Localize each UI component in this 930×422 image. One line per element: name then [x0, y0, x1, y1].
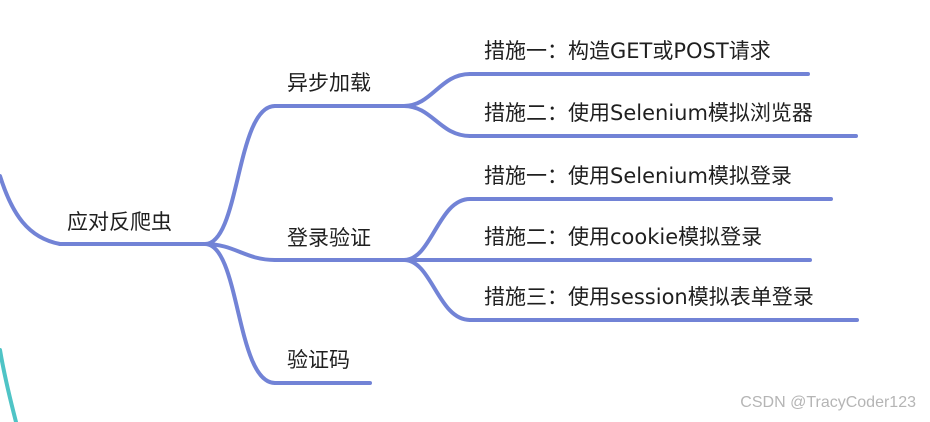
connector-async-to-leaf-1 [402, 72, 472, 108]
leaf-login-measure-2[interactable]: 措施二：使用cookie模拟登录 [484, 225, 763, 249]
branch-captcha[interactable]: 验证码 [287, 348, 350, 372]
leaf-login-measure-1[interactable]: 措施一：使用Selenium模拟登录 [484, 164, 792, 188]
connector-login-to-leaf-3 [402, 258, 472, 322]
connector-login-to-leaf-1 [402, 197, 472, 262]
leaf-async-measure-1[interactable]: 措施一：构造GET或POST请求 [484, 39, 771, 63]
leaf-async-measure-2[interactable]: 措施二：使用Selenium模拟浏览器 [484, 101, 813, 125]
connector-root-to-captcha [203, 242, 277, 385]
watermark: CSDN @TracyCoder123 [740, 394, 916, 411]
branch-async-loading[interactable]: 异步加载 [287, 71, 371, 95]
branch-login-verification[interactable]: 登录验证 [287, 226, 371, 250]
root-node-label[interactable]: 应对反爬虫 [67, 210, 172, 234]
connector-async-to-leaf-2 [402, 104, 472, 138]
leaf-login-measure-3[interactable]: 措施三：使用session模拟表单登录 [484, 285, 814, 309]
incoming-connector-top [0, 174, 62, 246]
incoming-connector-teal [0, 348, 18, 422]
connector-root-to-async [203, 104, 277, 246]
